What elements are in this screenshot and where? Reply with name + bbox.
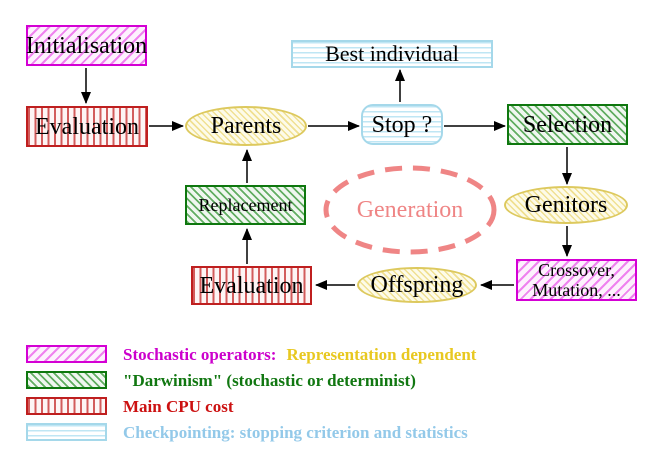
legend-item-main-cpu-cost: Main CPU cost [26,397,233,415]
legend-swatch-cyan-stripes [26,423,107,441]
legend-swatch-red-stripes [26,397,107,415]
node-genitors: Genitors [504,186,628,224]
legend-label-stochastic: Stochastic operators: [123,344,277,364]
legend-item-stochastic-operators: Stochastic operators: Representation dep… [26,345,476,363]
crossover-line1: Crossover, [538,260,615,280]
legend-item-darwinism: "Darwinism" (stochastic or determinist) [26,371,416,389]
node-offspring: Offspring [357,267,477,303]
generation-label: Generation [356,197,464,223]
crossover-line2: Mutation, ... [532,280,621,300]
legend-swatch-green-hatch [26,371,107,389]
legend-label-cpu-cost: Main CPU cost [123,396,234,416]
legend-label-representation: Representation dependent [286,344,477,364]
node-selection: Selection [507,104,628,145]
node-replacement: Replacement [185,185,306,225]
node-crossover-mutation: Crossover, Mutation, ... [516,259,637,301]
legend-label-darwinism: "Darwinism" (stochastic or determinist) [123,370,416,390]
node-evaluation-bottom: Evaluation [191,266,312,305]
node-parents: Parents [185,106,307,146]
node-evaluation-top: Evaluation [26,106,148,147]
legend-swatch-magenta-hatch [26,345,107,363]
node-stop: Stop ? [361,104,443,145]
legend-label-checkpointing: Checkpointing: stopping criterion and st… [123,422,468,442]
node-best-individual: Best individual [291,40,493,68]
legend-item-checkpointing: Checkpointing: stopping criterion and st… [26,423,468,441]
generation-dashed-ellipse [323,165,497,255]
node-initialisation: Initialisation [26,25,147,66]
